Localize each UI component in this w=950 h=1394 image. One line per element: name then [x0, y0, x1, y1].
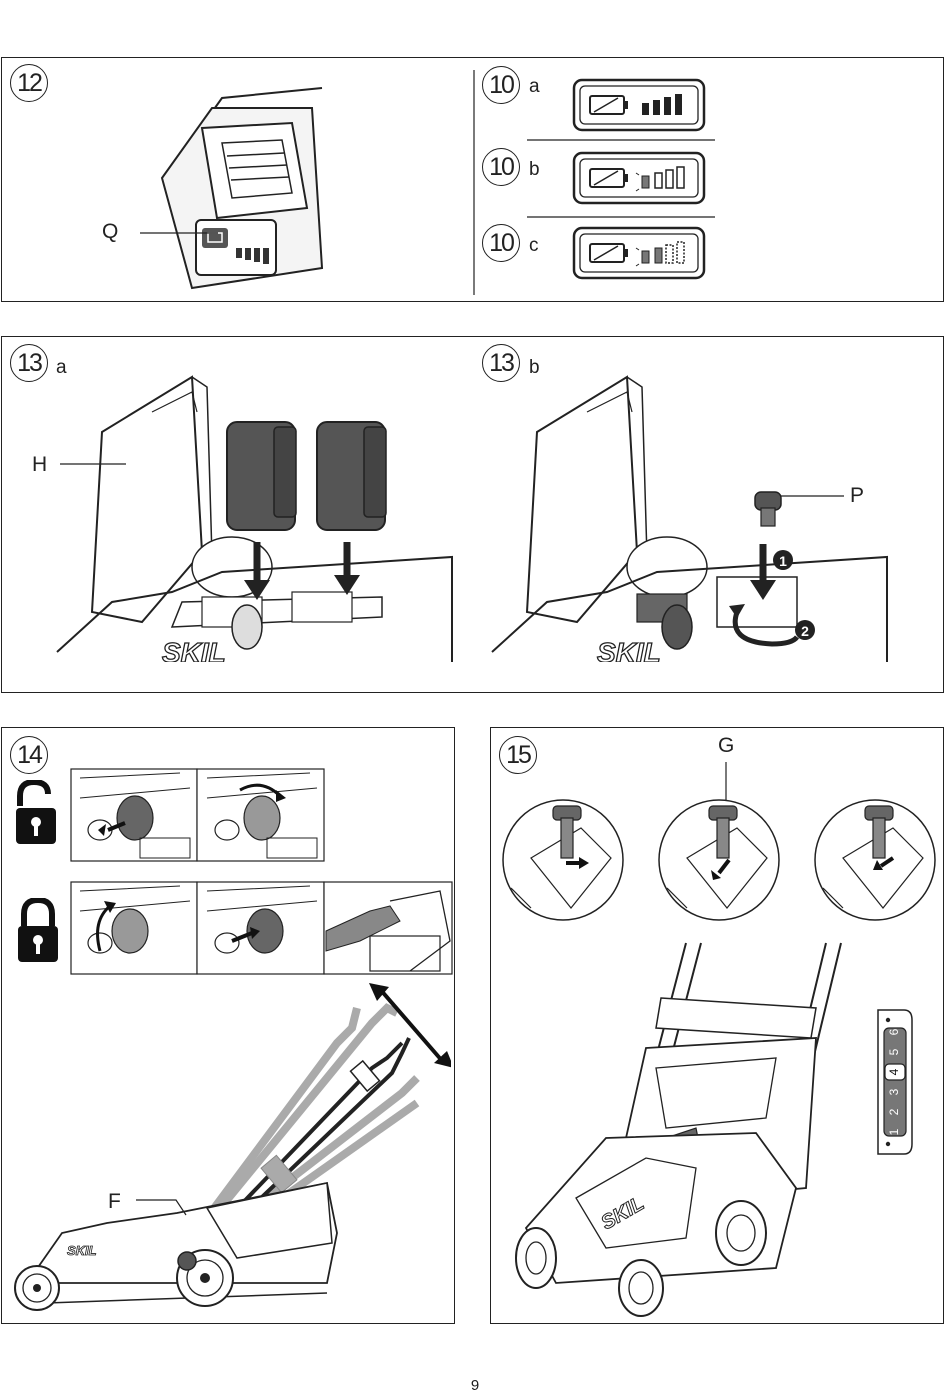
- figure-13-panel: 13 a SKIL H 13 b: [1, 336, 944, 693]
- brand-logo-13a: SKIL: [162, 637, 226, 662]
- lock-icon: [18, 898, 58, 962]
- unlock-step-frames: [70, 768, 325, 862]
- figure-10a-number: 10: [482, 66, 520, 104]
- figure-13a-suffix: a: [56, 357, 67, 378]
- step-2-marker: 2: [801, 623, 809, 639]
- battery-insertion-illustration: SKIL: [56, 375, 453, 662]
- figure-10c-suffix: c: [529, 235, 539, 256]
- figure-10c-number: 10: [482, 224, 520, 262]
- battery-charge-indicator-illustration: [160, 87, 324, 290]
- callout-f-line: [136, 1199, 187, 1216]
- mower-front-view-illustration: SKIL: [515, 942, 842, 1317]
- height-level-3: 3: [887, 1088, 901, 1095]
- selected-level-marker: [884, 1063, 906, 1081]
- brand-logo-13b: SKIL: [597, 637, 661, 662]
- callout-h-line: [60, 463, 126, 465]
- figure-14-panel: 14: [1, 727, 455, 1324]
- callout-q-line: [140, 232, 218, 234]
- cutting-height-lever-details: [502, 799, 936, 921]
- charge-indicator-full-icon: [572, 78, 706, 132]
- callout-p-line: [780, 495, 844, 497]
- figure-13b-suffix: b: [529, 357, 540, 378]
- figure-13b-number: 13: [482, 344, 520, 382]
- brand-logo-14: SKIL: [67, 1243, 97, 1258]
- figure-12-panel: 12 Q 10 a 10 b: [1, 57, 944, 302]
- panel-divider: [473, 70, 475, 295]
- state-divider-2: [527, 216, 715, 218]
- height-level-4: 4: [887, 1068, 901, 1075]
- figure-14-number: 14: [10, 736, 48, 774]
- height-level-2: 2: [887, 1108, 901, 1115]
- unlock-icon: [16, 780, 56, 844]
- height-level-6: 6: [887, 1028, 901, 1035]
- lock-step-frames: [70, 881, 453, 975]
- callout-g-label: G: [718, 734, 735, 757]
- safety-key-insertion-illustration: 1 2 SKIL: [491, 375, 888, 662]
- callout-f-label-abs: F: [108, 1190, 121, 1213]
- callout-q-label: Q: [102, 220, 119, 243]
- height-level-1: 1: [887, 1128, 901, 1135]
- cutting-height-scale: 1 2 3 4 5 6: [877, 1009, 913, 1155]
- charge-indicator-charging-icon: [572, 151, 706, 205]
- height-level-5: 5: [887, 1048, 901, 1055]
- callout-h-label: H: [32, 453, 48, 476]
- state-divider-1: [527, 139, 715, 141]
- page-number: 9: [470, 1377, 480, 1394]
- height-level-labels: 1 2 3 4 5 6: [884, 1028, 906, 1135]
- figure-10a-suffix: a: [529, 76, 540, 97]
- figure-15-panel: 15 G: [490, 727, 944, 1324]
- figure-10b-number: 10: [482, 148, 520, 186]
- charge-indicator-low-icon: [572, 226, 706, 280]
- figure-10b-suffix: b: [529, 159, 540, 180]
- handle-height-adjust-illustration: SKIL: [14, 983, 451, 1311]
- figure-12-number: 12: [10, 64, 48, 102]
- figure-15-number: 15: [499, 736, 537, 774]
- step-1-marker: 1: [779, 553, 787, 569]
- figure-13a-number: 13: [10, 344, 48, 382]
- callout-p-label: P: [850, 484, 865, 507]
